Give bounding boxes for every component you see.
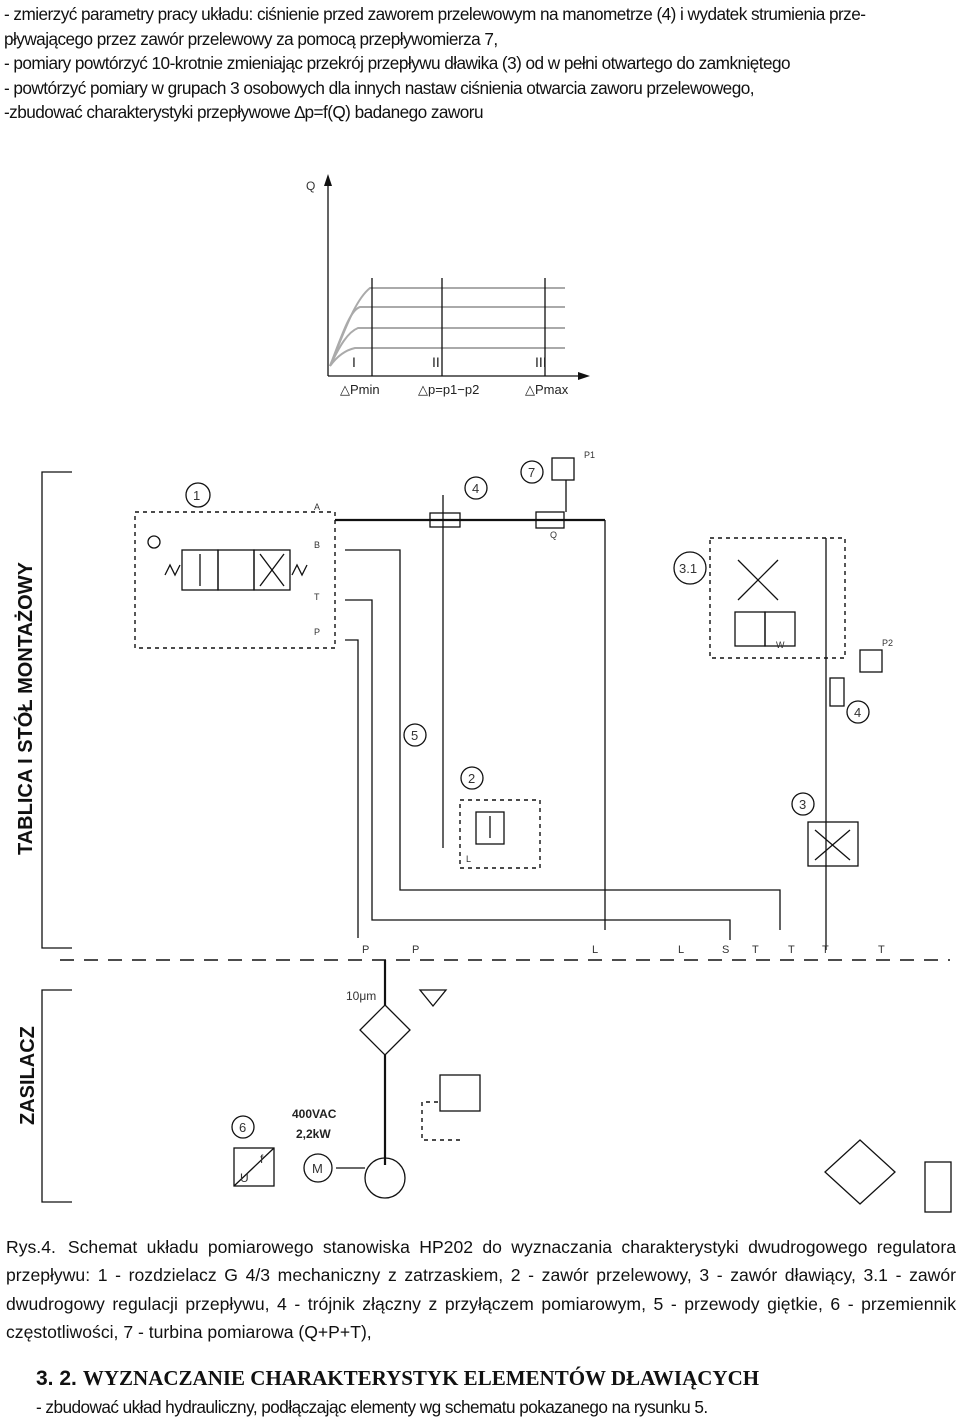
port-label: T <box>788 944 795 956</box>
side-label-power-unit: ZASILACZ <box>17 1026 39 1125</box>
figure-caption: Rys.4.Schemat układu pomiarowego stanowi… <box>6 1233 956 1347</box>
motor-label: M <box>312 1161 323 1176</box>
characteristic-graph: Q I II III △Pmin △p=p1−p2 △Pmax <box>306 174 590 397</box>
region-label: III <box>535 354 547 370</box>
port-label: T <box>878 944 885 956</box>
component-number: 5 <box>411 728 418 743</box>
intro-text: - zmierzyć parametry pracy układu: ciśni… <box>4 2 954 125</box>
converter-label: U <box>240 1171 249 1185</box>
port-label: L <box>592 944 598 956</box>
instruction-line: - zbudować układ hydrauliczny, podłączaj… <box>36 1397 708 1417</box>
caption-label: Rys.4. <box>6 1237 56 1257</box>
graph-bottom-label: △Pmax <box>525 382 569 397</box>
port-label: P2 <box>882 638 893 648</box>
caption-text: Schemat układu pomiarowego stanowiska HP… <box>6 1237 956 1343</box>
section-heading: 3. 2.WYZNACZANIE CHARAKTERYSTYK ELEMENTÓ… <box>36 1366 759 1391</box>
component-number: 2 <box>468 771 475 786</box>
component-number: 1 <box>193 488 200 503</box>
port-label: A <box>314 502 320 512</box>
port-label: P <box>362 944 369 956</box>
component-number: 3 <box>799 797 806 812</box>
port-label: S <box>722 944 729 956</box>
intro-line: - powtórzyć pomiary w grupach 3 osobowyc… <box>4 77 754 98</box>
component-number: 6 <box>239 1120 246 1135</box>
port-label: T <box>752 944 759 956</box>
region-label: II <box>432 354 440 370</box>
component-number: 4 <box>472 481 479 496</box>
port-label: T <box>822 944 829 956</box>
filter-label: 10μm <box>346 989 376 1003</box>
port-label: P <box>314 627 320 637</box>
intro-line: -zbudować charakterystyki przepływowe ∆p… <box>4 102 484 122</box>
port-label: P1 <box>584 450 595 460</box>
power-rating: 2,2kW <box>296 1127 331 1141</box>
port-label: Q <box>550 530 557 540</box>
intro-line: - pomiary powtórzyć 10-krotnie zmieniają… <box>4 53 791 73</box>
port-label: L <box>678 944 684 956</box>
converter-label: f <box>260 1152 264 1166</box>
graph-bottom-label: △Pmin <box>340 382 380 397</box>
power-rating: 400VAC <box>292 1107 337 1121</box>
component-number: 3.1 <box>679 561 697 576</box>
component-number: 7 <box>528 465 535 480</box>
region-label: I <box>352 354 356 370</box>
section-title: WYZNACZANIE CHARAKTERYSTYK ELEMENTÓW DŁA… <box>82 1366 760 1390</box>
port-label: B <box>314 540 320 550</box>
intro-line: - zmierzyć parametry pracy układu: ciśni… <box>4 4 866 24</box>
component-number: 4 <box>854 705 861 720</box>
port-label: P <box>412 944 419 956</box>
port-label: W <box>776 640 785 650</box>
section-number: 3. 2. <box>36 1367 77 1390</box>
hydraulic-schematic: TABLICA I STÓŁ MONTAŻOWY ZASILACZ 1 A B … <box>13 450 952 1213</box>
graph-bottom-label: △p=p1−p2 <box>418 382 479 397</box>
port-label: T <box>314 592 320 602</box>
graph-y-label: Q <box>306 179 315 193</box>
side-label-table: TABLICA I STÓŁ MONTAŻOWY <box>13 561 37 855</box>
port-label: L <box>466 854 471 864</box>
intro-line: pływającego przez zawór przelewowy za po… <box>4 28 498 49</box>
